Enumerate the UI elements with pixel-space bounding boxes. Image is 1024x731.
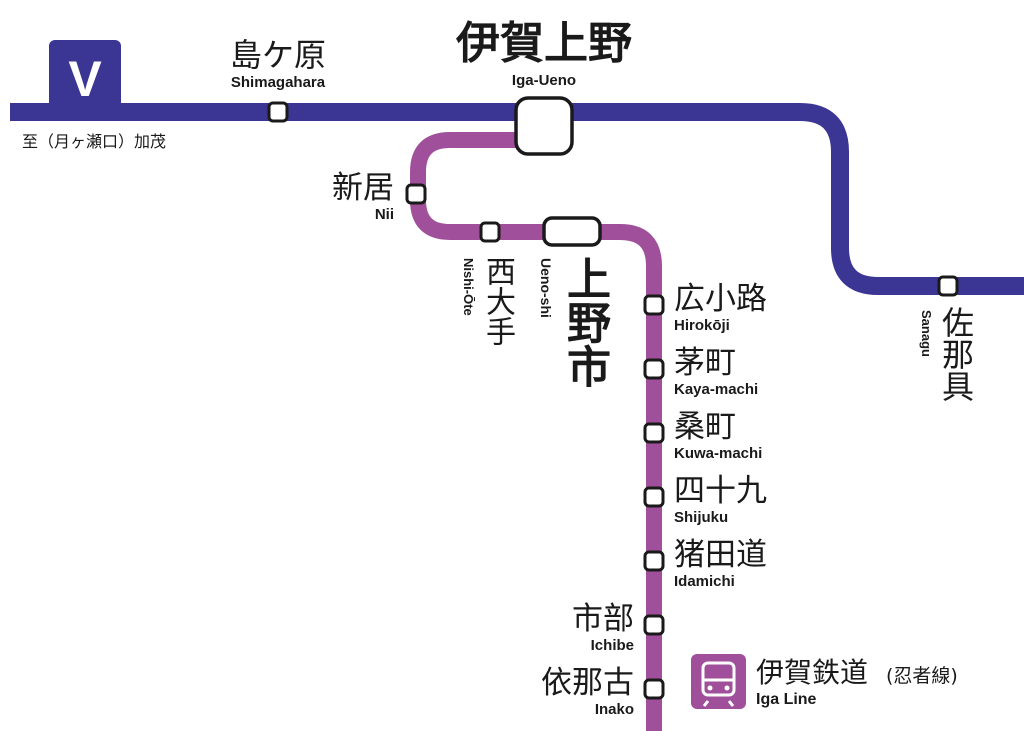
station-marker-sanagu[interactable]	[937, 275, 959, 297]
legend-subtitle: (忍者線)	[886, 665, 958, 687]
station-name-nii: 新居	[332, 170, 394, 206]
station-name-iga-ueno: 伊賀上野	[455, 18, 632, 69]
station-name-nishi-ote: 西大手	[480, 256, 515, 346]
station-marker-kaya-machi[interactable]	[643, 358, 665, 380]
station-name-ichibe: 市部	[572, 601, 634, 637]
line-badge-letter: V	[68, 51, 102, 107]
station-name-kaya-machi: 茅町	[674, 345, 736, 381]
station-name-sanagu: 佐那具	[937, 306, 975, 402]
station-name-idamichi: 猪田道	[674, 537, 767, 573]
station-marker-kuwa-machi[interactable]	[643, 422, 665, 444]
station-romaji-shijuku: Shijuku	[674, 509, 728, 526]
station-romaji-nishi-ote: Nishi-Ōte	[461, 258, 476, 316]
station-romaji-kaya-machi: Kaya-machi	[674, 381, 758, 398]
station-marker-iga-ueno[interactable]	[514, 96, 574, 156]
station-romaji-ichibe: Ichibe	[591, 637, 634, 654]
kintetsu-direction: 至（月ヶ瀬口）加茂	[22, 132, 166, 151]
station-name-shijuku: 四十九	[674, 473, 767, 509]
kintetsu-line	[10, 103, 1024, 295]
legend-romaji: Iga Line	[756, 691, 817, 708]
station-name-hirokoji: 広小路	[674, 281, 767, 317]
station-marker-shijuku[interactable]	[643, 486, 665, 508]
station-marker-shimagahara[interactable]	[267, 101, 289, 123]
station-name-kuwa-machi: 桑町	[674, 409, 736, 445]
legend-title: 伊賀鉄道	[756, 656, 868, 689]
station-marker-inako[interactable]	[643, 678, 665, 700]
station-marker-hirokoji[interactable]	[643, 294, 665, 316]
station-marker-ueno-shi[interactable]	[542, 216, 602, 247]
station-romaji-idamichi: Idamichi	[674, 573, 735, 590]
station-romaji-inako: Inako	[595, 701, 634, 718]
station-romaji-shimagahara: Shimagahara	[231, 74, 326, 91]
station-marker-idamichi[interactable]	[643, 550, 665, 572]
iga-line	[410, 132, 662, 731]
train-icon	[701, 661, 736, 707]
station-romaji-kuwa-machi: Kuwa-machi	[674, 445, 762, 462]
station-romaji-ueno-shi: Ueno-shi	[538, 258, 554, 318]
station-name-shimagahara: 島ケ原	[230, 36, 326, 74]
station-marker-nii[interactable]	[405, 183, 427, 205]
station-romaji-iga-ueno: Iga-Ueno	[512, 72, 576, 89]
station-romaji-sanagu: Sanagu	[919, 310, 934, 357]
station-name-ueno-shi: 上野市	[559, 256, 610, 388]
station-name-inako: 依那古	[541, 665, 634, 701]
station-romaji-hirokoji: Hirokōji	[674, 317, 730, 334]
line-badge	[49, 40, 121, 112]
station-marker-ichibe[interactable]	[643, 614, 665, 636]
station-romaji-nii: Nii	[375, 206, 394, 223]
station-marker-nishi-ote[interactable]	[479, 221, 501, 243]
